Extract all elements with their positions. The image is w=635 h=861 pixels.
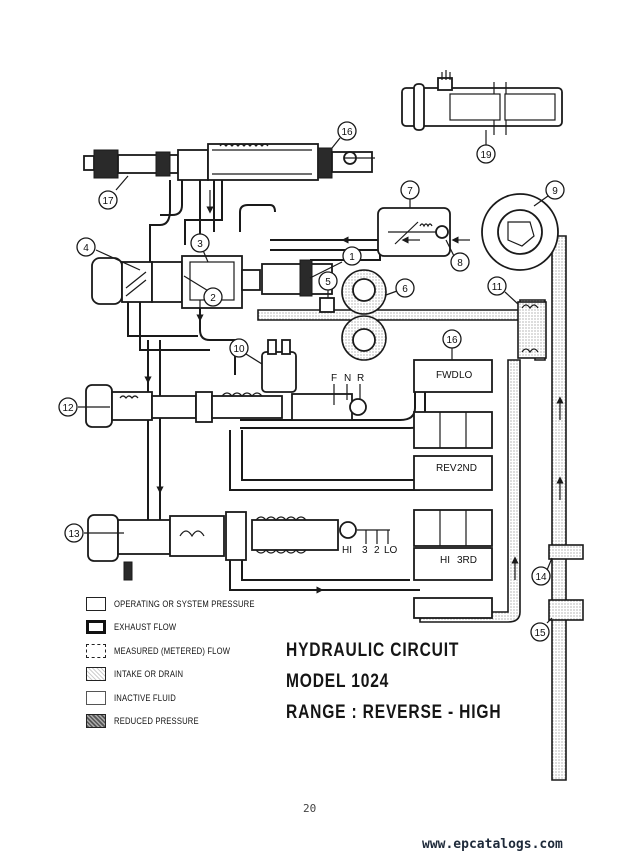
- svg-text:16: 16: [446, 335, 458, 346]
- component-6: [341, 269, 387, 361]
- svg-text:17: 17: [102, 196, 114, 207]
- intake-swatch: [86, 667, 106, 682]
- diagram-title-block: HYDRAULIC CIRCUIT MODEL 1024 RANGE : REV…: [286, 640, 549, 733]
- cooler-11: [517, 301, 547, 359]
- flow-arrows: [144, 190, 564, 594]
- svg-text:7: 7: [407, 186, 413, 197]
- range-valve: [87, 511, 357, 581]
- legend-item-exhaust: EXHAUST FLOW: [86, 616, 279, 640]
- watermark: www.epcatalogs.com: [422, 837, 563, 852]
- legend-label: MEASURED (METERED) FLOW: [114, 645, 231, 656]
- callout-4: 4: [76, 237, 141, 271]
- legend-item-inactive: INACTIVE FLUID: [86, 686, 279, 710]
- callout-16-clutch: 16: [442, 329, 462, 360]
- svg-text:1: 1: [349, 252, 355, 263]
- callout-10: 10: [229, 338, 263, 365]
- reservoir-14-15: [548, 544, 584, 621]
- label-3rd: 3RD: [457, 555, 477, 566]
- label-fwd: FWD: [436, 370, 459, 381]
- pump-9: [481, 193, 559, 271]
- legend-item-reduced: REDUCED PRESSURE: [86, 710, 279, 734]
- inactive-swatch: [86, 690, 106, 705]
- main-valve-block: [91, 255, 335, 313]
- label-hi: HI: [342, 545, 352, 556]
- label-n: N: [344, 373, 351, 384]
- svg-text:4: 4: [83, 243, 89, 254]
- title-line-2: MODEL 1024: [286, 671, 390, 692]
- legend-item-intake: INTAKE OR DRAIN: [86, 663, 279, 687]
- callout-15: 15: [530, 617, 553, 642]
- legend-item-operating: OPERATING OR SYSTEM PRESSURE: [86, 592, 279, 616]
- label-2nd: 2ND: [457, 463, 477, 474]
- exhaust-swatch: [86, 620, 106, 635]
- direction-valve: [85, 339, 367, 428]
- svg-text:3: 3: [197, 239, 203, 250]
- svg-text:11: 11: [492, 282, 503, 293]
- callout-7: 7: [400, 180, 420, 208]
- svg-text:5: 5: [325, 277, 331, 288]
- callout-8: 8: [445, 239, 470, 272]
- svg-text:12: 12: [62, 403, 74, 414]
- clutch-packs: [413, 359, 493, 619]
- callout-11: 11: [487, 276, 519, 305]
- metered-swatch: [86, 643, 106, 658]
- callout-5: 5: [318, 271, 338, 298]
- svg-text:15: 15: [534, 628, 546, 639]
- callout-6: 6: [385, 278, 415, 298]
- callout-14: 14: [531, 557, 553, 586]
- label-rev: REV: [436, 463, 457, 474]
- operating-swatch: [86, 596, 106, 611]
- callout-17: 17: [98, 175, 129, 210]
- legend-label: INACTIVE FLUID: [114, 692, 176, 703]
- legend-label: INTAKE OR DRAIN: [114, 669, 184, 680]
- title-line-1: HYDRAULIC CIRCUIT: [286, 640, 460, 661]
- legend: OPERATING OR SYSTEM PRESSURE EXHAUST FLO…: [86, 592, 279, 733]
- callout-19: 19: [476, 140, 496, 164]
- callout-12: 12: [58, 397, 110, 417]
- callout-9: 9: [533, 180, 565, 207]
- svg-text:16: 16: [341, 127, 353, 138]
- svg-text:19: 19: [480, 150, 492, 161]
- label-3: 3: [362, 545, 368, 556]
- range-selector-labels: HI 3 2 LO: [342, 529, 398, 556]
- label-lo-clutch: LO: [459, 370, 473, 381]
- callout-1: 1: [309, 246, 362, 279]
- callout-3: 3: [190, 233, 210, 263]
- label-f: F: [331, 373, 337, 384]
- clutch-labels: FWD LO REV 2ND HI 3RD: [436, 370, 477, 566]
- direction-selector-labels: F N R: [331, 373, 364, 405]
- valve-7-8: [377, 207, 451, 257]
- callout-16-top: 16: [331, 121, 357, 149]
- svg-text:10: 10: [233, 344, 245, 355]
- svg-text:6: 6: [402, 284, 408, 295]
- label-r: R: [357, 373, 364, 384]
- svg-text:8: 8: [457, 258, 463, 269]
- reduced-swatch: [86, 714, 106, 729]
- label-2: 2: [374, 545, 380, 556]
- callout-2: 2: [183, 275, 223, 307]
- valve-16-17: [83, 143, 375, 181]
- title-line-3: RANGE : REVERSE - HIGH: [286, 702, 502, 723]
- valve-19: [401, 70, 563, 140]
- callout-13: 13: [64, 523, 124, 543]
- page-number: 20: [303, 802, 317, 815]
- legend-item-metered: MEASURED (METERED) FLOW: [86, 639, 279, 663]
- svg-text:14: 14: [535, 572, 547, 583]
- legend-label: OPERATING OR SYSTEM PRESSURE: [114, 598, 255, 609]
- svg-text:2: 2: [210, 293, 216, 304]
- legend-label: REDUCED PRESSURE: [114, 716, 199, 727]
- label-lo: LO: [384, 545, 398, 556]
- svg-text:13: 13: [68, 529, 80, 540]
- label-hi-clutch: HI: [440, 555, 450, 566]
- svg-text:9: 9: [552, 186, 558, 197]
- legend-label: EXHAUST FLOW: [114, 622, 177, 633]
